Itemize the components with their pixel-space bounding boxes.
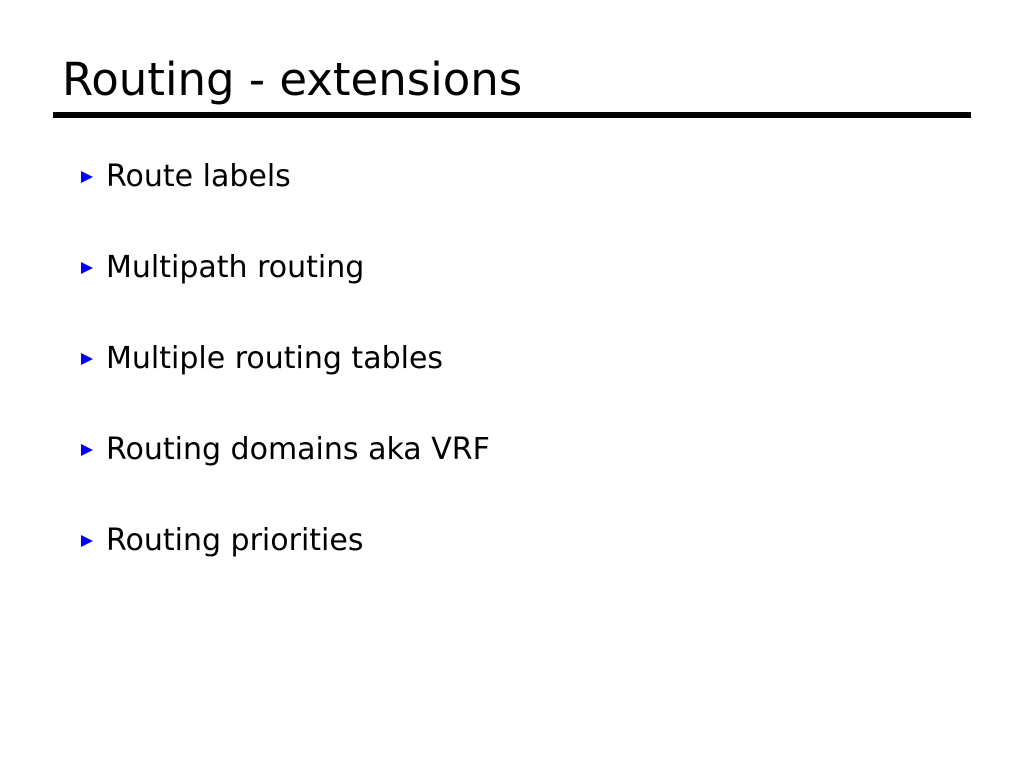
bullet-list: Route labels Multipath routing Multiple …	[78, 155, 978, 563]
page-title: Routing - extensions	[62, 53, 523, 106]
list-item-label: Multiple routing tables	[106, 341, 444, 376]
title-underline-rule	[53, 112, 971, 118]
list-item-label: Routing domains aka VRF	[106, 432, 490, 467]
list-item-label: Multipath routing	[106, 250, 365, 285]
list-item-label: Route labels	[106, 159, 291, 194]
list-item-label: Routing priorities	[106, 523, 364, 558]
triangle-right-icon	[78, 532, 106, 550]
list-item: Routing priorities	[78, 519, 978, 563]
triangle-right-icon	[78, 168, 106, 186]
list-item: Multipath routing	[78, 246, 978, 290]
list-item: Routing domains aka VRF	[78, 428, 978, 472]
triangle-right-icon	[78, 441, 106, 459]
list-item: Route labels	[78, 155, 978, 199]
triangle-right-icon	[78, 259, 106, 277]
list-item: Multiple routing tables	[78, 337, 978, 381]
triangle-right-icon	[78, 350, 106, 368]
